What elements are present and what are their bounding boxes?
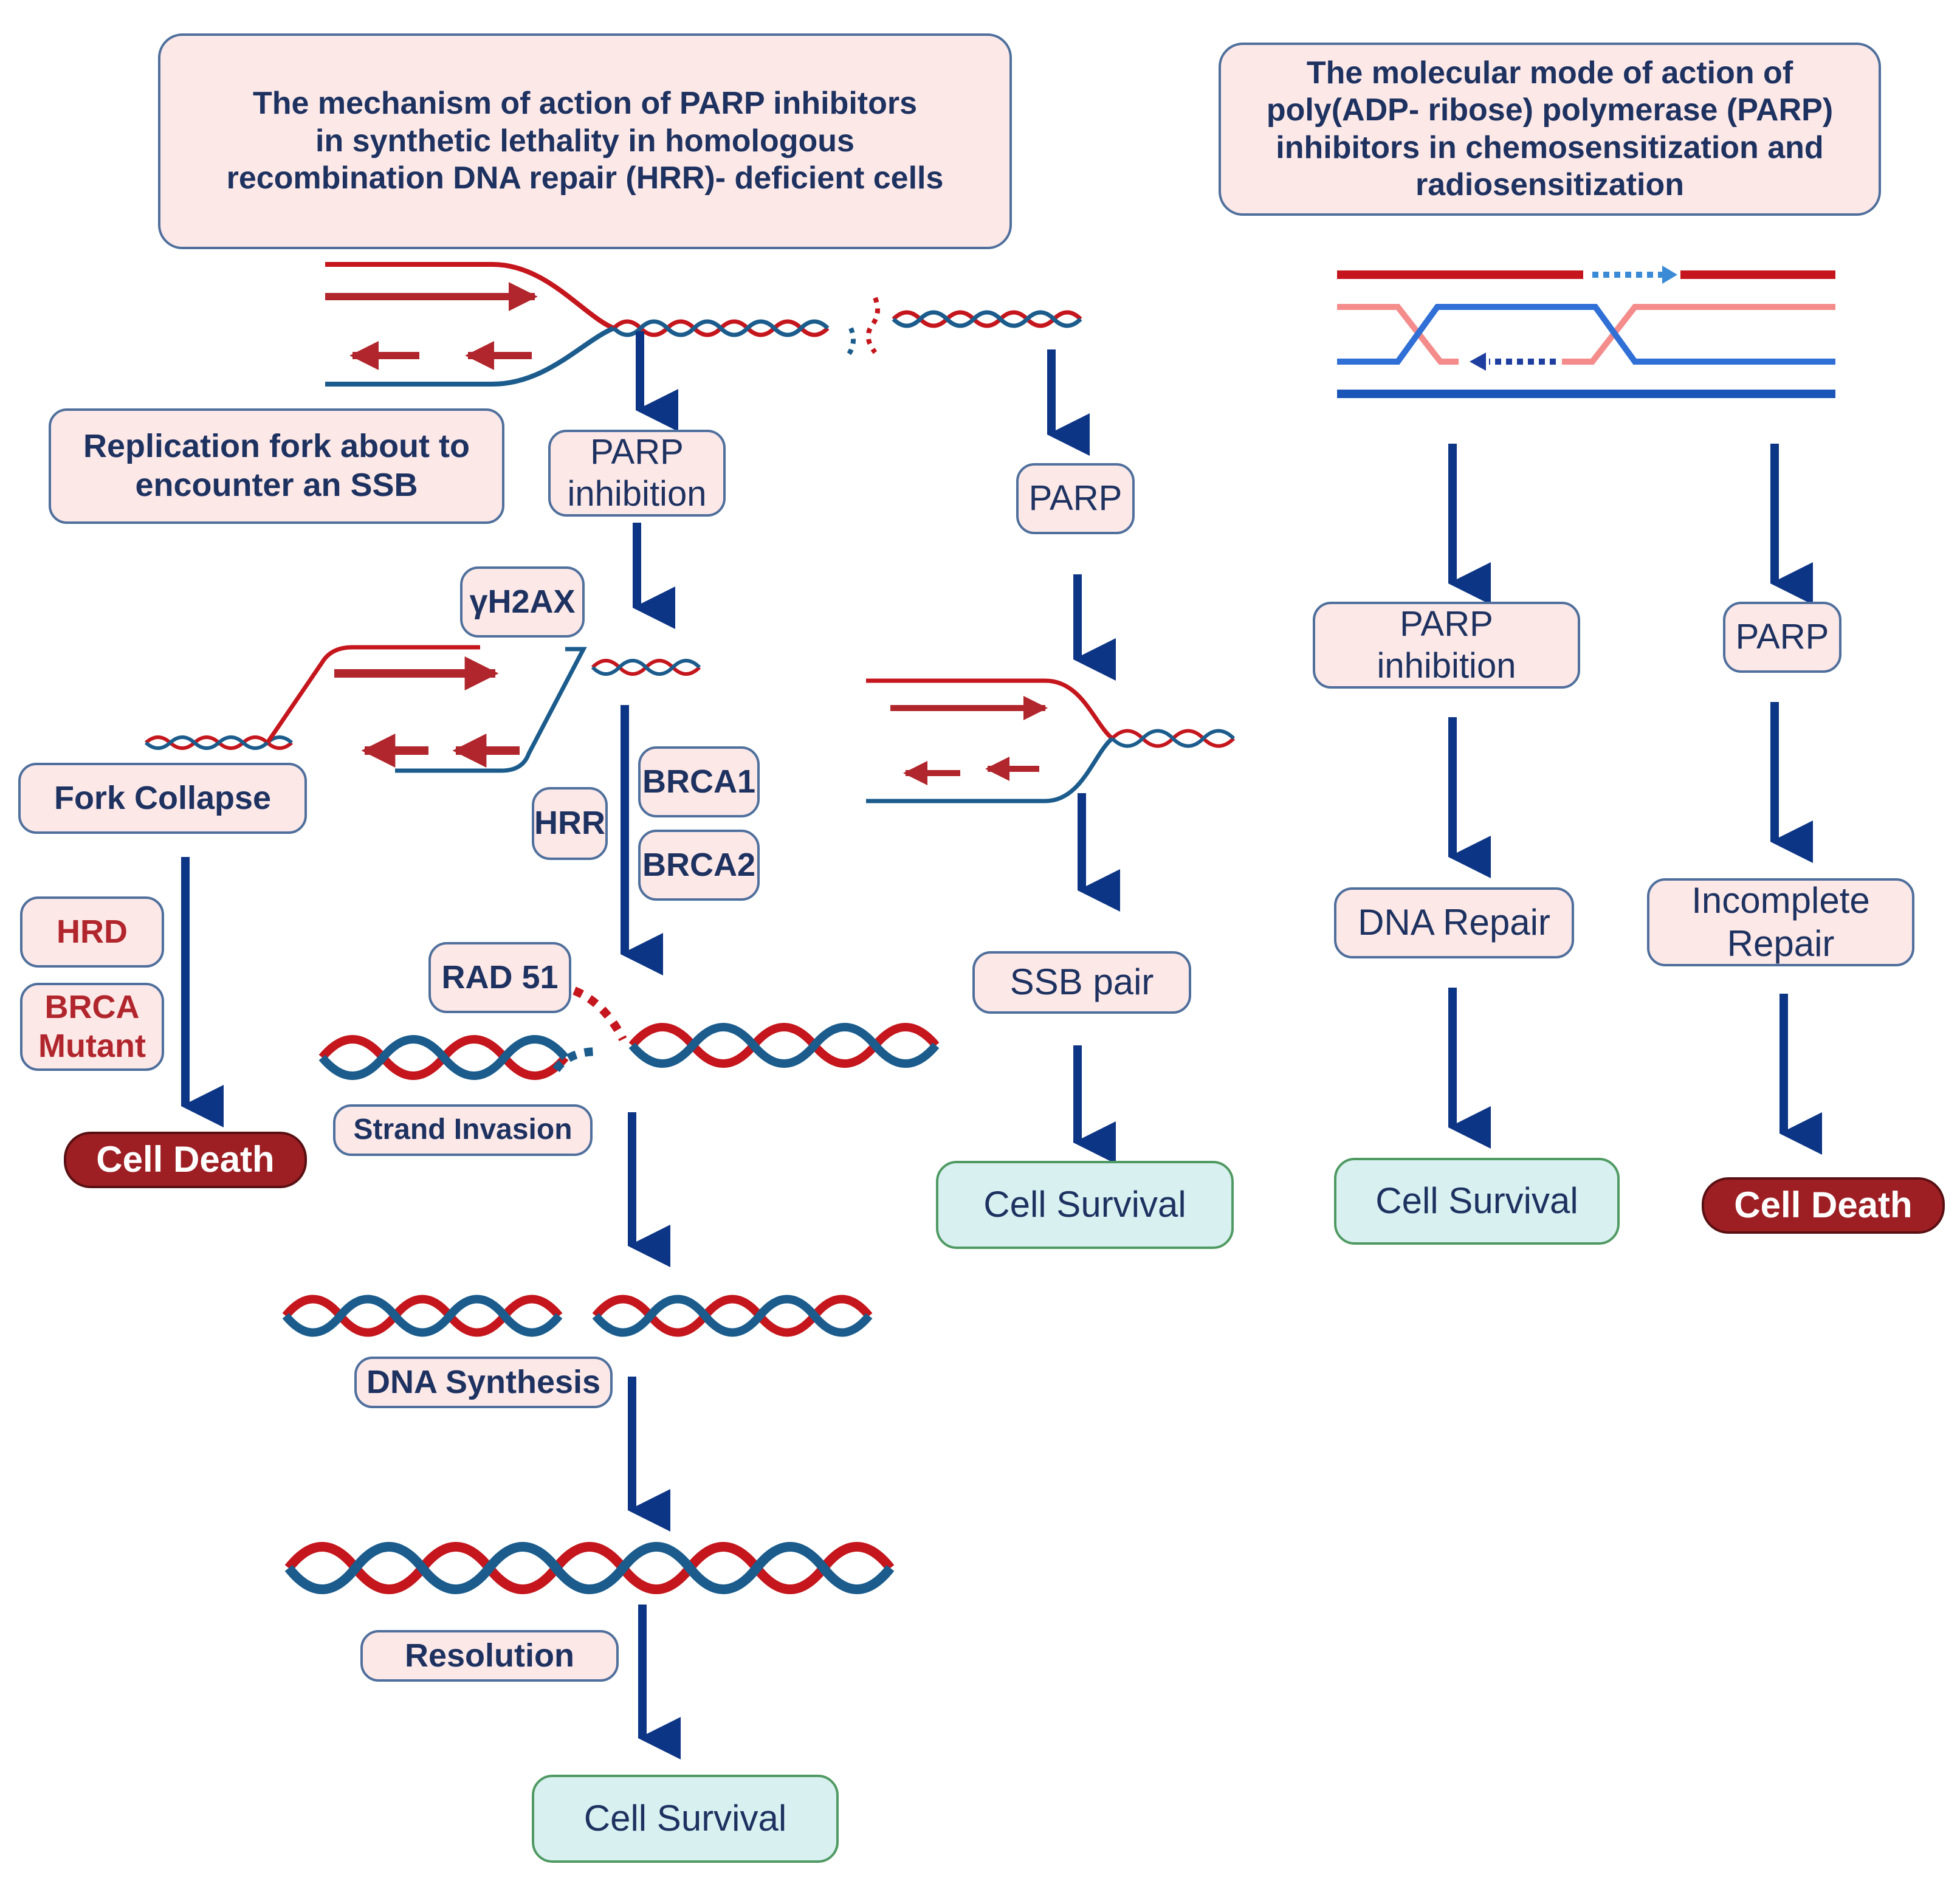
- brca-mutant-label: BRCA Mutant: [20, 983, 164, 1071]
- gamma-h2ax-label: γH2AX: [460, 566, 585, 638]
- brca1-label: BRCA1: [638, 746, 760, 817]
- incomplete-repair-label: Incomplete Repair: [1647, 878, 1914, 966]
- strand-invasion-helix: [318, 986, 940, 1080]
- dna-repair-label: DNA Repair: [1334, 887, 1574, 958]
- hrr-label: HRR: [532, 787, 608, 860]
- fork-collapse-label: Fork Collapse: [18, 763, 307, 834]
- parp-label-right: PARP: [1723, 602, 1841, 673]
- middle-fork-graphic: [866, 678, 1236, 803]
- dna-synthesis-label: DNA Synthesis: [354, 1357, 613, 1408]
- brca2-label: BRCA2: [638, 830, 760, 901]
- parp-inhibition-label-right: PARP inhibition: [1313, 602, 1580, 689]
- chemosensitization-strands-graphic: [1337, 266, 1835, 398]
- fork-collapse-graphic: [144, 645, 701, 773]
- parp-inhibition-label-left: PARP inhibition: [548, 430, 726, 517]
- hrd-label: HRD: [20, 896, 164, 968]
- cell-death-left: Cell Death: [64, 1132, 307, 1188]
- dna-synthesis-helix: [282, 1295, 873, 1337]
- cell-survival-bottom: Cell Survival: [532, 1775, 839, 1863]
- left-panel-title: The mechanism of action of PARP inhibito…: [158, 33, 1012, 249]
- parp-label-middle: PARP: [1016, 463, 1135, 534]
- replication-fork-graphic: [325, 262, 1082, 387]
- cell-survival-middle: Cell Survival: [936, 1161, 1234, 1249]
- cell-death-right: Cell Death: [1702, 1177, 1945, 1234]
- cell-survival-right: Cell Survival: [1334, 1158, 1620, 1245]
- resolution-label: Resolution: [360, 1630, 619, 1682]
- flow-arrows: [181, 331, 1822, 1759]
- replication-fork-label: Replication fork about to encounter an S…: [49, 408, 504, 524]
- strand-invasion-label: Strand Invasion: [333, 1104, 593, 1156]
- rad51-label: RAD 51: [428, 942, 571, 1013]
- resolution-helix: [284, 1542, 895, 1594]
- ssb-pair-label: SSB pair: [972, 951, 1191, 1014]
- right-panel-title: The molecular mode of action of poly(ADP…: [1219, 43, 1881, 216]
